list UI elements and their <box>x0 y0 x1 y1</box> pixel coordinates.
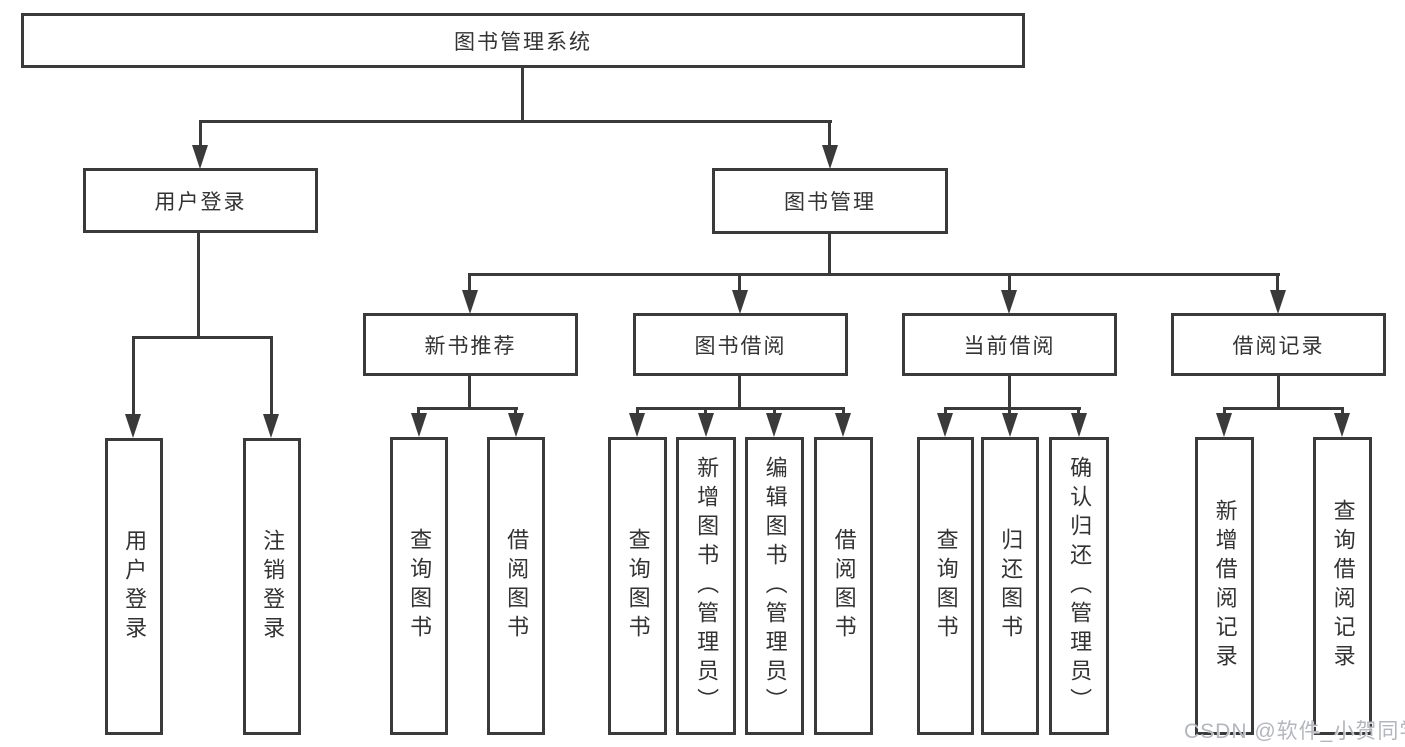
arrowhead-g4-leaf2 <box>1334 413 1350 437</box>
connector-borrow-records-stem <box>1277 376 1280 410</box>
connector-current-borrow-stem <box>1008 376 1011 410</box>
arrowhead-user-leaf2 <box>263 414 279 438</box>
connector-root-stem <box>521 68 524 123</box>
node-borrow-records-label: 借阅记录 <box>1232 334 1325 358</box>
node-book-mgmt-label: 图书管理 <box>784 191 876 214</box>
leaf-query-books-3: 查询图书 <box>917 437 974 735</box>
connector-book-mgmt-shaft <box>828 120 831 148</box>
leaf-query-books-2-label: 查询图书 <box>625 528 651 644</box>
connector-new-book-stem <box>468 376 471 410</box>
leaf-add-borrow-record: 新增借阅记录 <box>1195 437 1254 735</box>
arrowhead-user-leaf1 <box>125 414 141 438</box>
leaf-return-books: 归还图书 <box>981 437 1039 735</box>
arrowhead-current-borrow <box>1001 290 1017 314</box>
arrowhead-g2-leaf3 <box>766 413 782 437</box>
connector-book-mgmt-stem <box>828 234 831 276</box>
leaf-borrow-books-2: 借阅图书 <box>814 437 873 735</box>
arrowhead-g2-leaf1 <box>629 413 645 437</box>
leaf-query-books-1-label: 查询图书 <box>407 528 433 644</box>
node-root: 图书管理系统 <box>21 13 1025 68</box>
leaf-borrow-books-1: 借阅图书 <box>487 437 545 735</box>
arrowhead-g3-leaf1 <box>937 413 953 437</box>
leaf-borrow-books-1-label: 借阅图书 <box>504 528 530 644</box>
arrowhead-new-book <box>462 290 478 314</box>
node-user-login: 用户登录 <box>83 168 318 233</box>
connector-book-borrow-stem <box>738 376 741 410</box>
leaf-query-borrow-record: 查询借阅记录 <box>1313 437 1372 735</box>
connector-borrow-records-hbar <box>1223 407 1344 410</box>
connector-book-borrow-shaft <box>738 273 741 293</box>
leaf-add-books-admin-label: 新增图书（管理员） <box>694 455 720 717</box>
leaf-edit-books-admin-label: 编辑图书（管理员） <box>762 455 788 717</box>
leaf-confirm-return-admin: 确认归还（管理员） <box>1049 437 1109 735</box>
connector-new-book-shaft <box>468 273 471 293</box>
leaf-query-books-3-label: 查询图书 <box>933 528 959 644</box>
leaf-logout: 注销登录 <box>243 438 301 735</box>
node-new-book-rec-label: 新书推荐 <box>424 334 517 358</box>
node-borrow-records: 借阅记录 <box>1171 313 1386 376</box>
connector-user-leaf2-shaft <box>270 336 273 416</box>
connector-current-borrow-shaft <box>1008 273 1011 293</box>
arrowhead-borrow-records <box>1270 290 1286 314</box>
watermark: CSDN @软件_小贺同学 <box>1184 720 1405 743</box>
connector-book-borrow-hbar <box>636 407 845 410</box>
node-book-mgmt: 图书管理 <box>712 168 948 234</box>
node-book-borrow: 图书借阅 <box>633 313 848 376</box>
node-current-borrow: 当前借阅 <box>902 313 1117 376</box>
node-user-login-label: 用户登录 <box>154 190 247 214</box>
arrowhead-g1-leaf1 <box>411 413 427 437</box>
connector-user-group-hbar <box>132 336 273 339</box>
arrowhead-book-mgmt <box>822 145 838 169</box>
leaf-return-books-label: 归还图书 <box>998 528 1024 644</box>
connector-user-leaf1-shaft <box>132 336 135 416</box>
connector-current-borrow-hbar <box>944 407 1081 410</box>
connector-level2-hbar <box>468 273 1280 276</box>
node-book-borrow-label: 图书借阅 <box>694 334 787 358</box>
arrowhead-g1-leaf2 <box>508 413 524 437</box>
leaf-edit-books-admin: 编辑图书（管理员） <box>745 437 804 735</box>
arrowhead-user-login <box>192 145 208 169</box>
node-root-label: 图书管理系统 <box>454 30 592 54</box>
leaf-user-login: 用户登录 <box>105 438 163 735</box>
leaf-user-login-label: 用户登录 <box>122 528 148 645</box>
connector-level1-hbar <box>199 120 832 123</box>
leaf-query-books-1: 查询图书 <box>390 437 448 735</box>
leaf-add-borrow-record-label: 新增借阅记录 <box>1212 499 1238 673</box>
connector-user-login-shaft <box>199 120 202 148</box>
arrowhead-book-borrow <box>732 290 748 314</box>
arrowhead-g4-leaf1 <box>1216 413 1232 437</box>
connector-new-book-hbar <box>417 407 518 410</box>
leaf-add-books-admin: 新增图书（管理员） <box>676 437 736 735</box>
leaf-query-books-2: 查询图书 <box>608 437 667 735</box>
leaf-confirm-return-admin-label: 确认归还（管理员） <box>1067 455 1093 717</box>
arrowhead-g2-leaf4 <box>835 413 851 437</box>
arrowhead-g2-leaf2 <box>698 413 714 437</box>
arrowhead-g3-leaf3 <box>1071 413 1087 437</box>
node-new-book-rec: 新书推荐 <box>363 313 578 376</box>
leaf-borrow-books-2-label: 借阅图书 <box>831 528 857 644</box>
arrowhead-g3-leaf2 <box>1002 413 1018 437</box>
connector-user-login-stem <box>197 233 200 339</box>
leaf-logout-label: 注销登录 <box>260 528 286 645</box>
connector-borrow-records-shaft <box>1276 273 1279 293</box>
node-current-borrow-label: 当前借阅 <box>963 334 1056 358</box>
leaf-query-borrow-record-label: 查询借阅记录 <box>1330 499 1356 673</box>
